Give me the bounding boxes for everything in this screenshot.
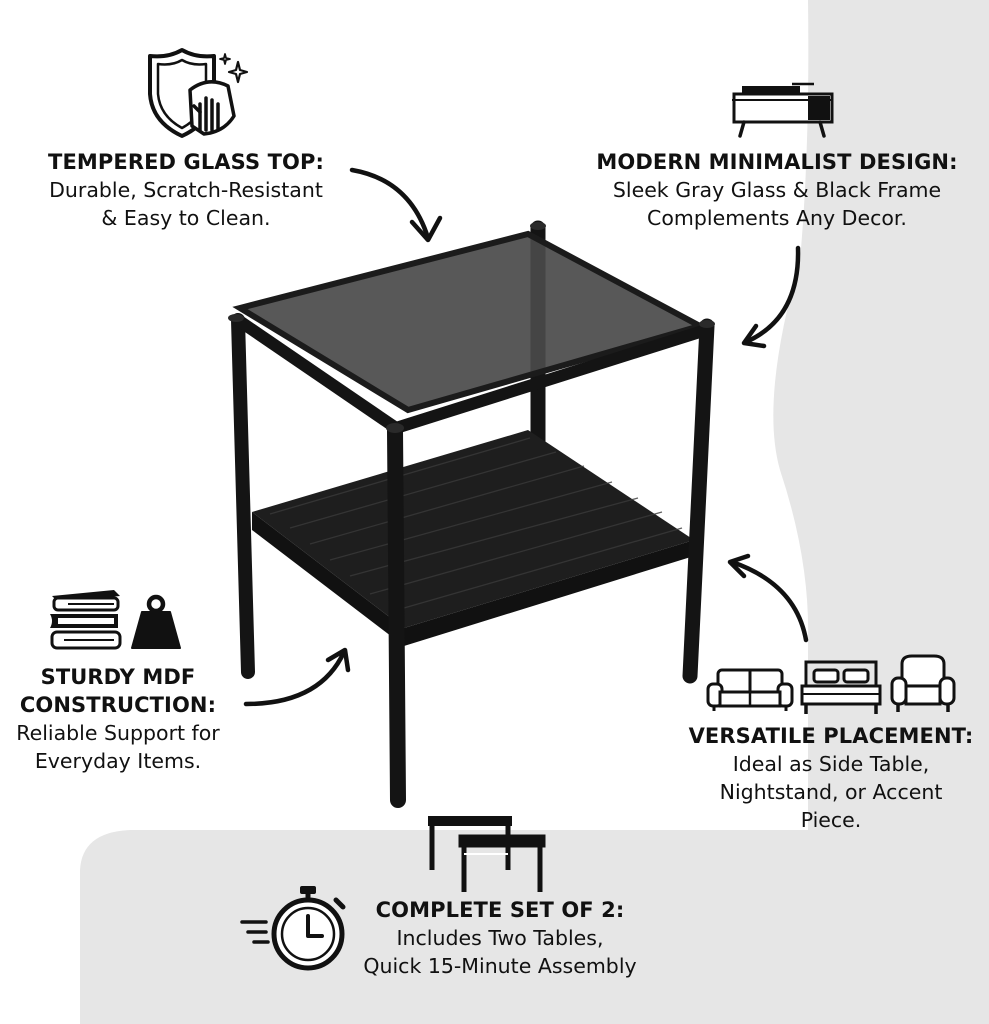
feature-versatile-placement: VERSATILE PLACEMENT: Ideal as Side Table…: [672, 722, 989, 834]
feature-line: Reliable Support for: [16, 721, 220, 745]
feature-line: & Easy to Clean.: [101, 206, 271, 230]
feature-line: Durable, Scratch-Resistant: [49, 178, 323, 202]
feature-line: Sleek Gray Glass & Black Frame: [612, 178, 942, 202]
feature-title: CONSTRUCTION:: [19, 693, 217, 717]
feature-minimalist-design: MODERN MINIMALIST DESIGN: Sleek Gray Gla…: [572, 148, 982, 232]
feature-line: Ideal as Side Table,: [732, 752, 930, 776]
feature-line: Nightstand, or Accent: [719, 780, 943, 804]
weight-icon: [131, 594, 181, 649]
bed-icon: [800, 660, 882, 714]
feature-line: Quick 15-Minute Assembly: [363, 954, 637, 978]
feature-line: Includes Two Tables,: [396, 926, 604, 950]
stopwatch-icon: [240, 886, 346, 971]
sparkle-icon: [219, 53, 249, 84]
two-tables-icon: [428, 816, 546, 892]
feature-line: Everyday Items.: [34, 749, 202, 773]
feature-line: Piece.: [800, 808, 862, 832]
feature-tempered-glass: TEMPERED GLASS TOP: Durable, Scratch-Res…: [16, 148, 356, 232]
feature-title: COMPLETE SET OF 2:: [375, 898, 625, 922]
feature-title: STURDY MDF: [40, 665, 196, 689]
book-stack-icon: [50, 590, 122, 650]
shield-hand-cleaning-icon: [148, 48, 236, 138]
sofa-icon: [706, 668, 794, 711]
minimalist-cabinet-icon: [732, 82, 834, 138]
feature-sturdy-mdf: STURDY MDF CONSTRUCTION: Reliable Suppor…: [0, 663, 236, 775]
armchair-icon: [890, 654, 956, 712]
feature-title: MODERN MINIMALIST DESIGN:: [596, 150, 958, 174]
feature-complete-set: COMPLETE SET OF 2: Includes Two Tables, …: [340, 896, 660, 980]
feature-title: TEMPERED GLASS TOP:: [48, 150, 324, 174]
feature-line: Complements Any Decor.: [647, 206, 907, 230]
feature-title: VERSATILE PLACEMENT:: [688, 724, 974, 748]
